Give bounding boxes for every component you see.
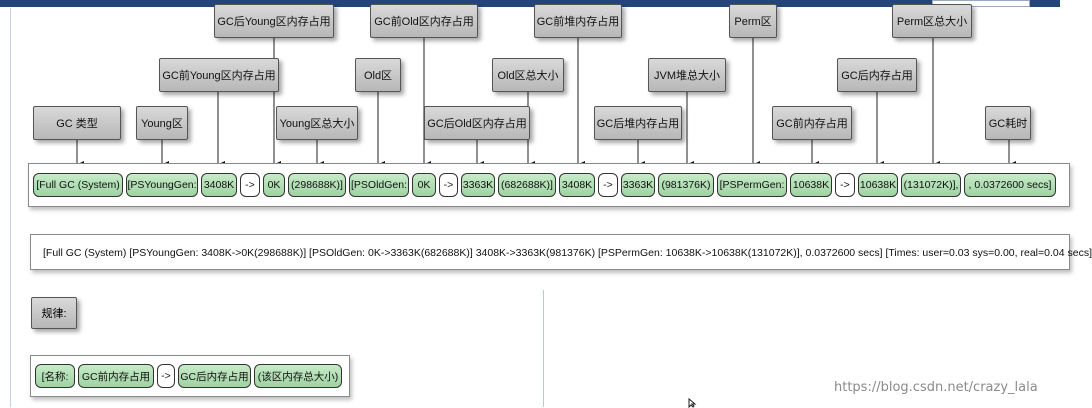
- label-old-total: Old区总大小: [492, 58, 564, 92]
- label-jvm-heap-total: JVM堆总大小: [648, 58, 726, 92]
- segment-old-before: 0K: [412, 173, 436, 197]
- segment-young-before: 3408K: [201, 173, 237, 197]
- segment-ps-old: [PSOldGen:: [349, 173, 409, 197]
- label-gc-before-mem: GC前内存占用: [772, 106, 852, 140]
- label-gc-after-young: GC后Young区内存占用: [214, 4, 334, 38]
- pattern-after: GC后内存占用: [178, 364, 251, 388]
- segment-ps-young: [PSYoungGen:: [126, 173, 198, 197]
- segment-heap-before: 3408K: [559, 173, 595, 197]
- segment-full-gc: [Full GC (System): [33, 173, 123, 197]
- gc-log-line: [Full GC (System) [PSYoungGen: 3408K->0K…: [30, 234, 1092, 270]
- window-top-bar: [0, 0, 1060, 7]
- segment-arrow-3: ->: [598, 173, 618, 197]
- label-gc-time: GC耗时: [985, 106, 1031, 140]
- segment-heap-total: (981376K): [658, 173, 714, 197]
- label-perm: Perm区: [729, 4, 777, 38]
- segment-ps-perm: [PSPermGen:: [717, 173, 787, 197]
- segment-arrow-4: ->: [835, 173, 855, 197]
- label-old: Old区: [355, 58, 401, 92]
- label-young-total: Young区总大小: [276, 106, 358, 140]
- segment-old-after: 3363K: [461, 173, 495, 197]
- divider-line: [543, 290, 544, 407]
- pattern-before: GC前内存占用: [78, 364, 154, 388]
- label-gc-before-young: GC前Young区内存占用: [159, 58, 279, 92]
- segment-old-total: (682688K)]: [498, 173, 556, 197]
- page-left-rule: [10, 8, 11, 407]
- segment-arrow-2: ->: [439, 173, 458, 197]
- segment-young-after: 0K: [263, 173, 285, 197]
- label-young: Young区: [136, 106, 188, 140]
- pattern-total: (该区内存总大小): [254, 364, 342, 388]
- label-gc-type: GC 类型: [33, 106, 121, 140]
- label-gc-after-heap: GC后堆内存占用: [594, 106, 682, 140]
- label-gc-after-old: GC后Old区内存占用: [424, 106, 530, 140]
- segment-young-total: (298688K)]: [288, 173, 346, 197]
- segment-arrow-1: ->: [240, 173, 260, 197]
- label-gc-after-mem: GC后内存占用: [837, 58, 917, 92]
- watermark-text: https://blog.csdn.net/crazy_lala: [834, 380, 1038, 395]
- label-gc-before-old: GC前Old区内存占用: [370, 4, 478, 38]
- segment-perm-total: (131072K)],: [901, 173, 961, 197]
- top-search-input[interactable]: [932, 0, 1030, 7]
- pattern-name: [名称:: [35, 364, 75, 388]
- segment-perm-before: 10638K: [790, 173, 832, 197]
- label-perm-total: Perm区总大小: [892, 4, 972, 38]
- segment-perm-after: 10638K: [858, 173, 898, 197]
- rule-label: 规律:: [31, 297, 77, 329]
- pattern-arrow: ->: [157, 364, 175, 388]
- segment-time: , 0.0372600 secs]: [964, 173, 1056, 197]
- segment-heap-after: 3363K: [621, 173, 655, 197]
- label-gc-before-heap: GC前堆内存占用: [534, 4, 622, 38]
- mouse-cursor-icon: [688, 397, 697, 408]
